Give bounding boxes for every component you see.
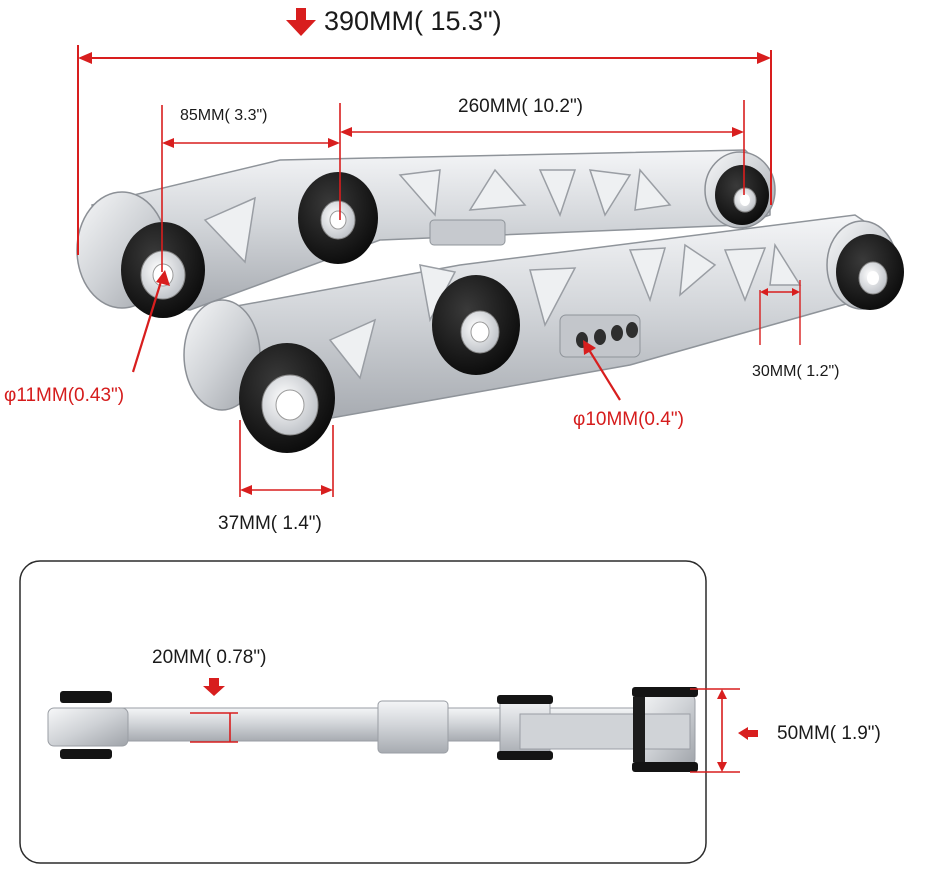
dimension-lines-top	[77, 8, 801, 497]
pivot-offset-label: 85MM( 3.3")	[180, 107, 268, 124]
bushing-bore-label: φ11MM(0.43")	[4, 385, 125, 406]
end-spacing-label: 30MM( 1.2")	[752, 363, 840, 380]
pivot-span-label: 260MM( 10.2")	[458, 96, 584, 117]
control-arm-back	[76, 149, 776, 311]
dimension-lines-side	[190, 678, 758, 773]
bushing-front-center	[432, 275, 520, 375]
bushing-back-center	[298, 172, 378, 264]
bushing-front-left	[239, 343, 335, 453]
bar-thickness-label: 20MM( 0.78")	[152, 647, 267, 668]
overall-length-label: 390MM( 15.3")	[324, 6, 502, 36]
bushing-back-left	[121, 222, 205, 318]
bushing-width-label: 37MM( 1.4")	[218, 513, 322, 534]
adjust-hole-label: φ10MM(0.4")	[573, 409, 684, 430]
bushing-front-right	[836, 234, 904, 310]
side-view-arm	[47, 687, 698, 772]
total-height-label: 50MM( 1.9")	[777, 723, 881, 744]
bushing-back-right	[715, 165, 769, 225]
